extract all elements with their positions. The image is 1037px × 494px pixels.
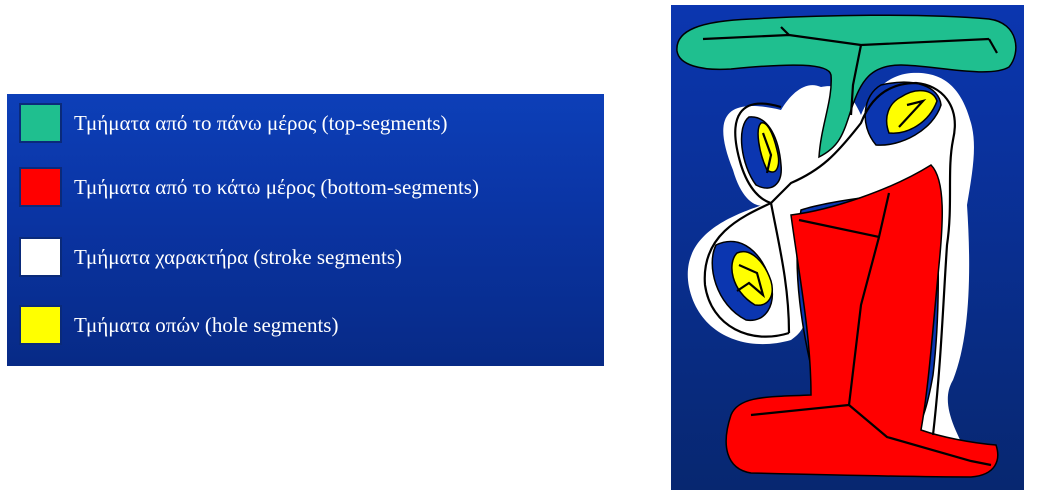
segmentation-figure xyxy=(671,5,1024,490)
legend-label-top-segments: Τμήματα από το πάνω μέρος (top-segments) xyxy=(74,111,448,136)
legend-item-hole-segments: Τμήματα οπών (hole segments) xyxy=(19,305,338,345)
legend-label-bottom-segments: Τμήματα από το κάτω μέρος (bottom-segmen… xyxy=(74,175,479,200)
bottom-segments-swatch xyxy=(19,167,62,207)
legend-label-stroke-segments: Τμήματα χαρακτήρα (stroke segments) xyxy=(74,245,402,270)
legend-item-top-segments: Τμήματα από το πάνω μέρος (top-segments) xyxy=(19,103,448,143)
stroke-segments-swatch xyxy=(19,237,62,277)
hole-segments-swatch xyxy=(19,305,62,345)
legend-item-bottom-segments: Τμήματα από το κάτω μέρος (bottom-segmen… xyxy=(19,167,479,207)
segmentation-svg xyxy=(671,5,1024,490)
top-segments-swatch xyxy=(19,103,62,143)
legend-item-stroke-segments: Τμήματα χαρακτήρα (stroke segments) xyxy=(19,237,402,277)
legend-panel: Τμήματα από το πάνω μέρος (top-segments)… xyxy=(7,94,604,366)
legend-label-hole-segments: Τμήματα οπών (hole segments) xyxy=(74,313,338,338)
